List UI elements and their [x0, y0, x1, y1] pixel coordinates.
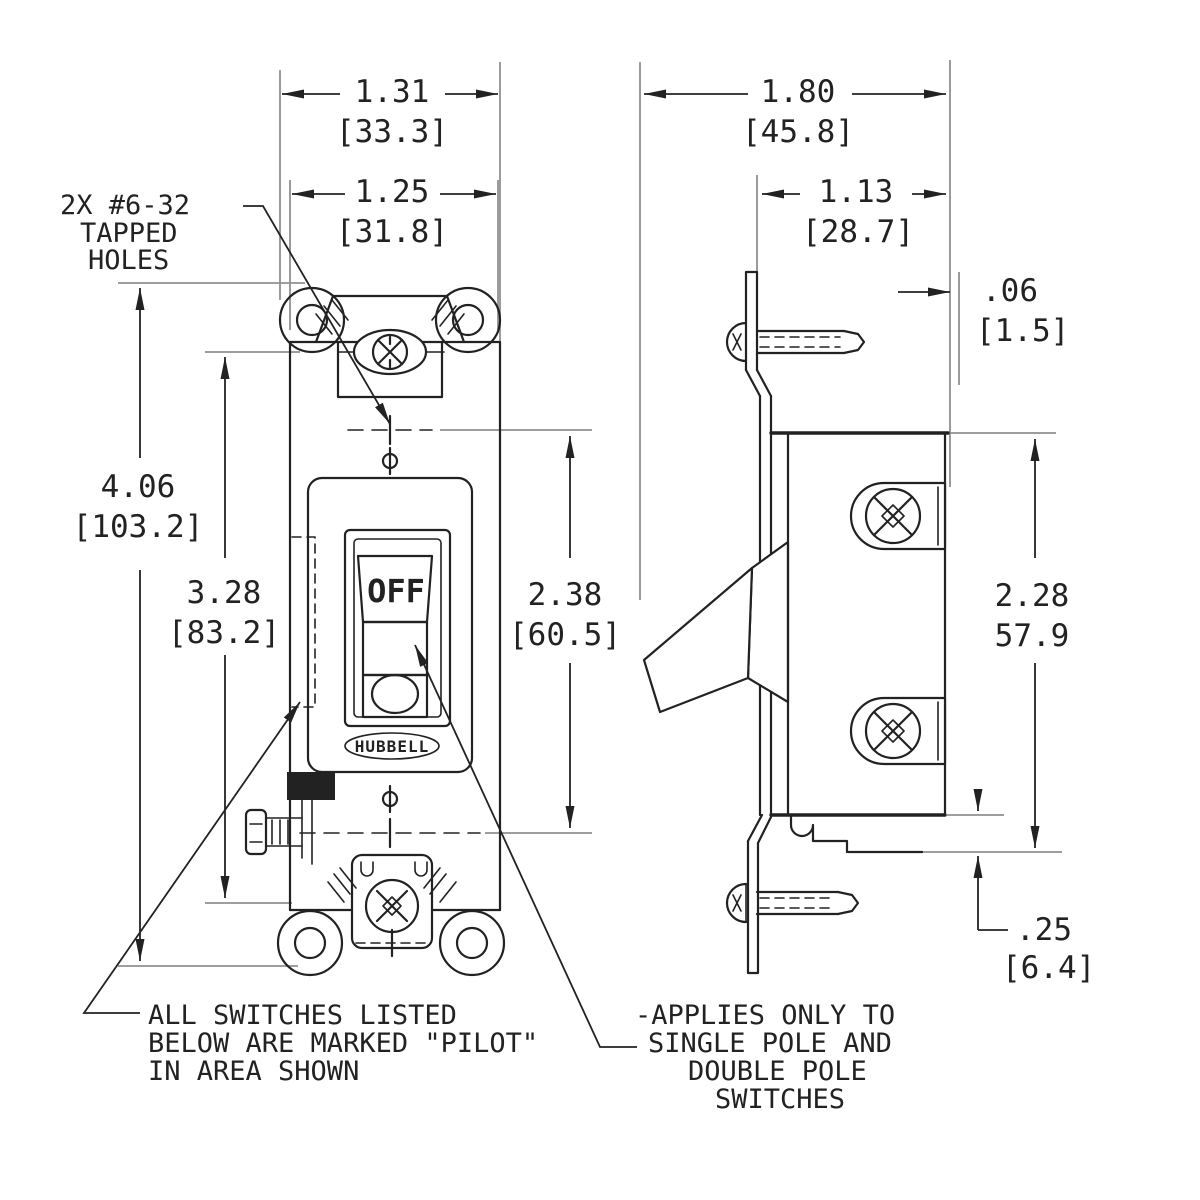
side-mounting-screw-top	[725, 321, 866, 363]
mounting-hole-top-right	[451, 303, 485, 337]
terminal-plate-top	[849, 481, 947, 551]
centerline-bottom-hole	[299, 784, 481, 849]
hatch-marks-top	[315, 299, 465, 335]
mounting-ear-bottom-left	[276, 909, 344, 977]
pilot-note-leader	[82, 701, 301, 1014]
side-mounting-screw-bottom	[725, 882, 860, 924]
toggle-state-label: OFF	[367, 572, 425, 610]
mounting-ear-top-left	[278, 286, 346, 354]
dim-front-hole-span: 2.38 [60.5]	[509, 436, 621, 828]
poles-note-line3: DOUBLE POLE	[688, 1056, 867, 1087]
pilot-light-lens	[370, 673, 420, 715]
dim-front-mounting-width-inches: 1.25	[355, 174, 430, 210]
dim-side-terminal-span-metric: 57.9	[995, 618, 1070, 654]
dim-side-strap-offset-inches: .25	[1016, 912, 1072, 948]
mounting-ear-top-right	[434, 286, 502, 354]
toggle-lever	[642, 566, 754, 714]
terminal-screw-top	[864, 487, 922, 545]
dim-front-strap-height: 4.06 [103.2]	[73, 288, 204, 961]
notes: ALL SWITCHES LISTED BELOW ARE MARKED "PI…	[82, 644, 895, 1115]
mounting-hole-top-left	[295, 303, 329, 337]
pilot-note-line2: BELOW ARE MARKED "PILOT"	[148, 1028, 538, 1059]
tapped-holes-callout: 2X #6-32 TAPPED HOLES	[60, 190, 391, 425]
tapped-holes-line1: 2X #6-32	[60, 190, 190, 221]
dim-side-strap-thickness-inches: .06	[982, 273, 1038, 309]
terminal-plate-bottom	[849, 696, 947, 766]
centerline-top-hole	[347, 414, 433, 476]
switch-face	[306, 476, 474, 774]
dim-front-body-height: 3.28 [83.2]	[168, 357, 280, 898]
dim-front-strap-height-metric: [103.2]	[73, 509, 204, 545]
dim-front-hole-span-metric: [60.5]	[509, 617, 621, 653]
terminal-screw-front-left	[244, 793, 313, 865]
terminal-block-front	[287, 772, 335, 800]
pilot-note-line3: IN AREA SHOWN	[148, 1056, 359, 1087]
dim-front-overall-width-inches: 1.31	[355, 74, 430, 110]
dim-side-overall-depth-inches: 1.80	[761, 74, 836, 110]
terminal-screw-bottom	[864, 702, 922, 760]
dim-front-mounting-width-metric: [31.8]	[336, 214, 448, 250]
poles-note-line2: SINGLE POLE AND	[648, 1028, 892, 1059]
pilot-marking-area	[291, 536, 316, 708]
dim-side-body-depth-inches: 1.13	[819, 174, 894, 210]
tapped-holes-line2: TAPPED	[80, 218, 178, 249]
dim-front-body-height-metric: [83.2]	[168, 615, 280, 651]
front-switch-body: OFF HUBBELL	[244, 286, 506, 977]
mounting-ear-bottom-right	[438, 909, 506, 977]
dim-front-overall-width: 1.31 [33.3]	[282, 74, 498, 150]
dim-front-mounting-width: 1.25 [31.8]	[292, 174, 496, 250]
toggle-lever-base	[746, 540, 790, 704]
dim-side-strap-offset-metric: [6.4]	[1002, 950, 1095, 986]
mounting-hole-bottom-left	[293, 926, 327, 960]
pilot-note-line1: ALL SWITCHES LISTED	[148, 1000, 457, 1031]
dim-side-overall-depth: 1.80 [45.8]	[644, 74, 946, 150]
poles-note-leader	[414, 644, 637, 1048]
mounting-hole-bottom-right	[455, 926, 489, 960]
poles-note: -APPLIES ONLY TO SINGLE POLE AND DOUBLE …	[414, 644, 895, 1115]
dim-side-body-depth-metric: [28.7]	[802, 214, 914, 250]
dim-side-strap-offset: .25 [6.4]	[973, 789, 1095, 986]
dim-side-terminal-span: 2.28 57.9	[995, 439, 1070, 848]
dim-side-overall-depth-metric: [45.8]	[742, 114, 854, 150]
brand-badge: HUBBELL	[344, 732, 440, 760]
front-view: 1.31 [33.3] 1.25 [31.8] 4.06 [103.2] 3.2…	[60, 62, 621, 977]
poles-note-line1: -APPLIES ONLY TO	[635, 1000, 895, 1031]
mounting-screw-bottom	[355, 878, 429, 958]
brand-label: HUBBELL	[355, 737, 429, 756]
dim-side-body-depth: 1.13 [28.7]	[762, 174, 946, 250]
side-extension-lines	[639, 60, 1062, 853]
dim-front-hole-span-inches: 2.38	[528, 577, 603, 613]
mounting-screw-top	[337, 328, 445, 376]
side-view: 1.80 [45.8] 1.13 [28.7] .06 [1.5] 2.28 5…	[639, 60, 1095, 986]
tapped-holes-line3: HOLES	[88, 245, 169, 276]
hatch-marks-bottom	[327, 867, 457, 903]
poles-note-line4: SWITCHES	[715, 1084, 845, 1115]
bottom-bracket	[789, 813, 924, 854]
dim-front-overall-width-metric: [33.3]	[336, 114, 448, 150]
dim-side-strap-thickness-metric: [1.5]	[976, 313, 1069, 349]
dim-side-terminal-span-inches: 2.28	[995, 578, 1070, 614]
pilot-note: ALL SWITCHES LISTED BELOW ARE MARKED "PI…	[82, 701, 538, 1087]
toggle-frame-outer	[343, 528, 452, 728]
dim-side-strap-thickness: .06 [1.5]	[898, 273, 1069, 349]
dim-front-body-height-inches: 3.28	[187, 575, 262, 611]
dim-front-strap-height-inches: 4.06	[101, 469, 176, 505]
side-switch-body	[642, 431, 950, 854]
toggle-handle: OFF	[356, 554, 434, 719]
